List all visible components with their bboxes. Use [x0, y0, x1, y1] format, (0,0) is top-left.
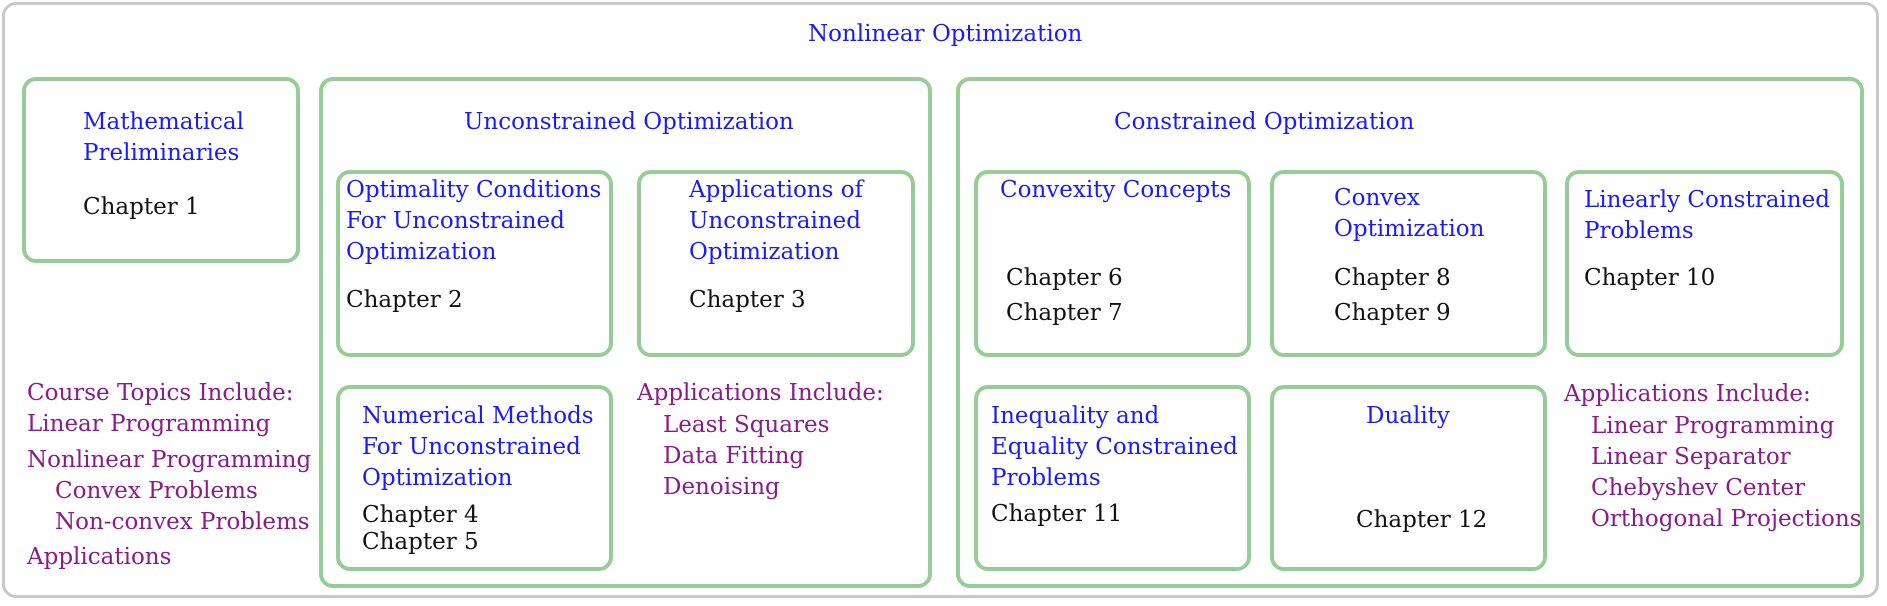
application-item: Data Fitting — [663, 443, 805, 469]
course-topic-item: Linear Programming — [27, 411, 271, 437]
linearly-constrained-title: Linearly Constrained — [1584, 187, 1830, 213]
application-item: Orthogonal Projections — [1591, 506, 1862, 532]
optimality-conditions-title: For Unconstrained — [346, 208, 565, 234]
numerical-methods-box — [336, 385, 613, 571]
convex-optimization-title: Optimization — [1334, 216, 1485, 242]
unconstrained-section-title: Unconstrained Optimization — [464, 109, 794, 135]
chapter-label: Chapter 4 — [362, 502, 479, 528]
chapter-label: Chapter 11 — [991, 501, 1123, 527]
unconstrained-section-box — [319, 77, 932, 588]
unconstrained-applications-title: Applications of — [689, 177, 864, 203]
optimality-conditions-title: Optimization — [346, 239, 497, 265]
numerical-methods-title: Optimization — [362, 465, 513, 491]
course-topics-heading: Course Topics Include: — [27, 380, 294, 406]
course-topic-item: Nonlinear Programming — [27, 447, 312, 473]
inequality-equality-title: Inequality and — [991, 403, 1160, 429]
chapter-label: Chapter 12 — [1356, 507, 1488, 533]
application-item: Least Squares — [663, 412, 830, 438]
constrained-section-title: Constrained Optimization — [1114, 109, 1415, 135]
math-prelim-box — [22, 77, 300, 263]
page-title: Nonlinear Optimization — [808, 21, 1083, 47]
constrained-section-box — [956, 77, 1864, 588]
course-topic-item: Convex Problems — [55, 478, 258, 504]
chapter-label: Chapter 1 — [83, 194, 200, 220]
duality-title: Duality — [1366, 403, 1450, 429]
math-prelim-title: Preliminaries — [83, 140, 240, 166]
linearly-constrained-title: Problems — [1584, 218, 1694, 244]
inequality-equality-box — [974, 385, 1251, 571]
unconstrained-applications-title: Optimization — [689, 239, 840, 265]
duality-box — [1270, 385, 1547, 571]
chapter-label: Chapter 8 — [1334, 265, 1451, 291]
inequality-equality-title: Equality Constrained — [991, 434, 1238, 460]
course-topic-item: Applications — [27, 544, 172, 570]
chapter-label: Chapter 6 — [1006, 265, 1123, 291]
convexity-concepts-box — [974, 170, 1251, 357]
convexity-concepts-title: Convexity Concepts — [1000, 177, 1232, 203]
unconstrained-applications-title: Unconstrained — [689, 208, 861, 234]
chapter-label: Chapter 3 — [689, 287, 806, 313]
chapter-label: Chapter 9 — [1334, 300, 1451, 326]
inequality-equality-title: Problems — [991, 465, 1101, 491]
chapter-label: Chapter 2 — [346, 287, 463, 313]
linearly-constrained-box — [1565, 170, 1844, 357]
application-item: Denoising — [663, 474, 780, 500]
application-item: Linear Programming — [1591, 413, 1835, 439]
optimality-conditions-title: Optimality Conditions — [346, 177, 602, 203]
applications-include-heading: Applications Include: — [1564, 381, 1811, 407]
unconstrained-applications-box — [637, 170, 915, 357]
outer-frame — [2, 2, 1879, 598]
chapter-label: Chapter 5 — [362, 529, 479, 555]
convex-optimization-title: Convex — [1334, 185, 1420, 211]
math-prelim-title: Mathematical — [83, 109, 244, 135]
numerical-methods-title: For Unconstrained — [362, 434, 581, 460]
optimality-conditions-box — [336, 170, 613, 357]
numerical-methods-title: Numerical Methods — [362, 403, 594, 429]
course-topic-item: Non-convex Problems — [55, 509, 310, 535]
applications-include-heading: Applications Include: — [637, 380, 884, 406]
application-item: Chebyshev Center — [1591, 475, 1806, 501]
convex-optimization-box — [1270, 170, 1547, 357]
chapter-label: Chapter 10 — [1584, 265, 1716, 291]
chapter-label: Chapter 7 — [1006, 300, 1123, 326]
application-item: Linear Separator — [1591, 444, 1791, 470]
